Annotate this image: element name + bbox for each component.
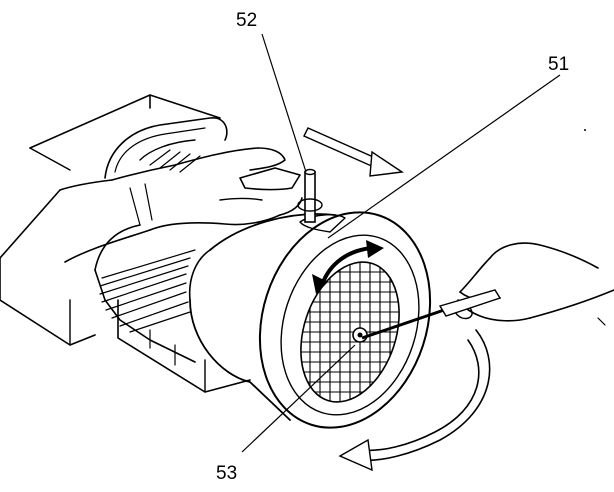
direction-arrow-icon [303,127,404,177]
callout-51: 51 [548,54,569,75]
leader-lines [241,33,561,453]
motor-base [117,299,251,393]
callout-52: 52 [236,10,257,31]
machine-housing [0,94,228,346]
motor-cooling-fins [94,139,201,363]
left-hand [59,147,303,263]
screwdriver [361,289,502,340]
rotation-direction-arrow-icon [312,240,384,294]
callout-53: 53 [216,463,237,484]
curved-double-arrow-icon [338,329,491,472]
right-hand [454,242,614,326]
